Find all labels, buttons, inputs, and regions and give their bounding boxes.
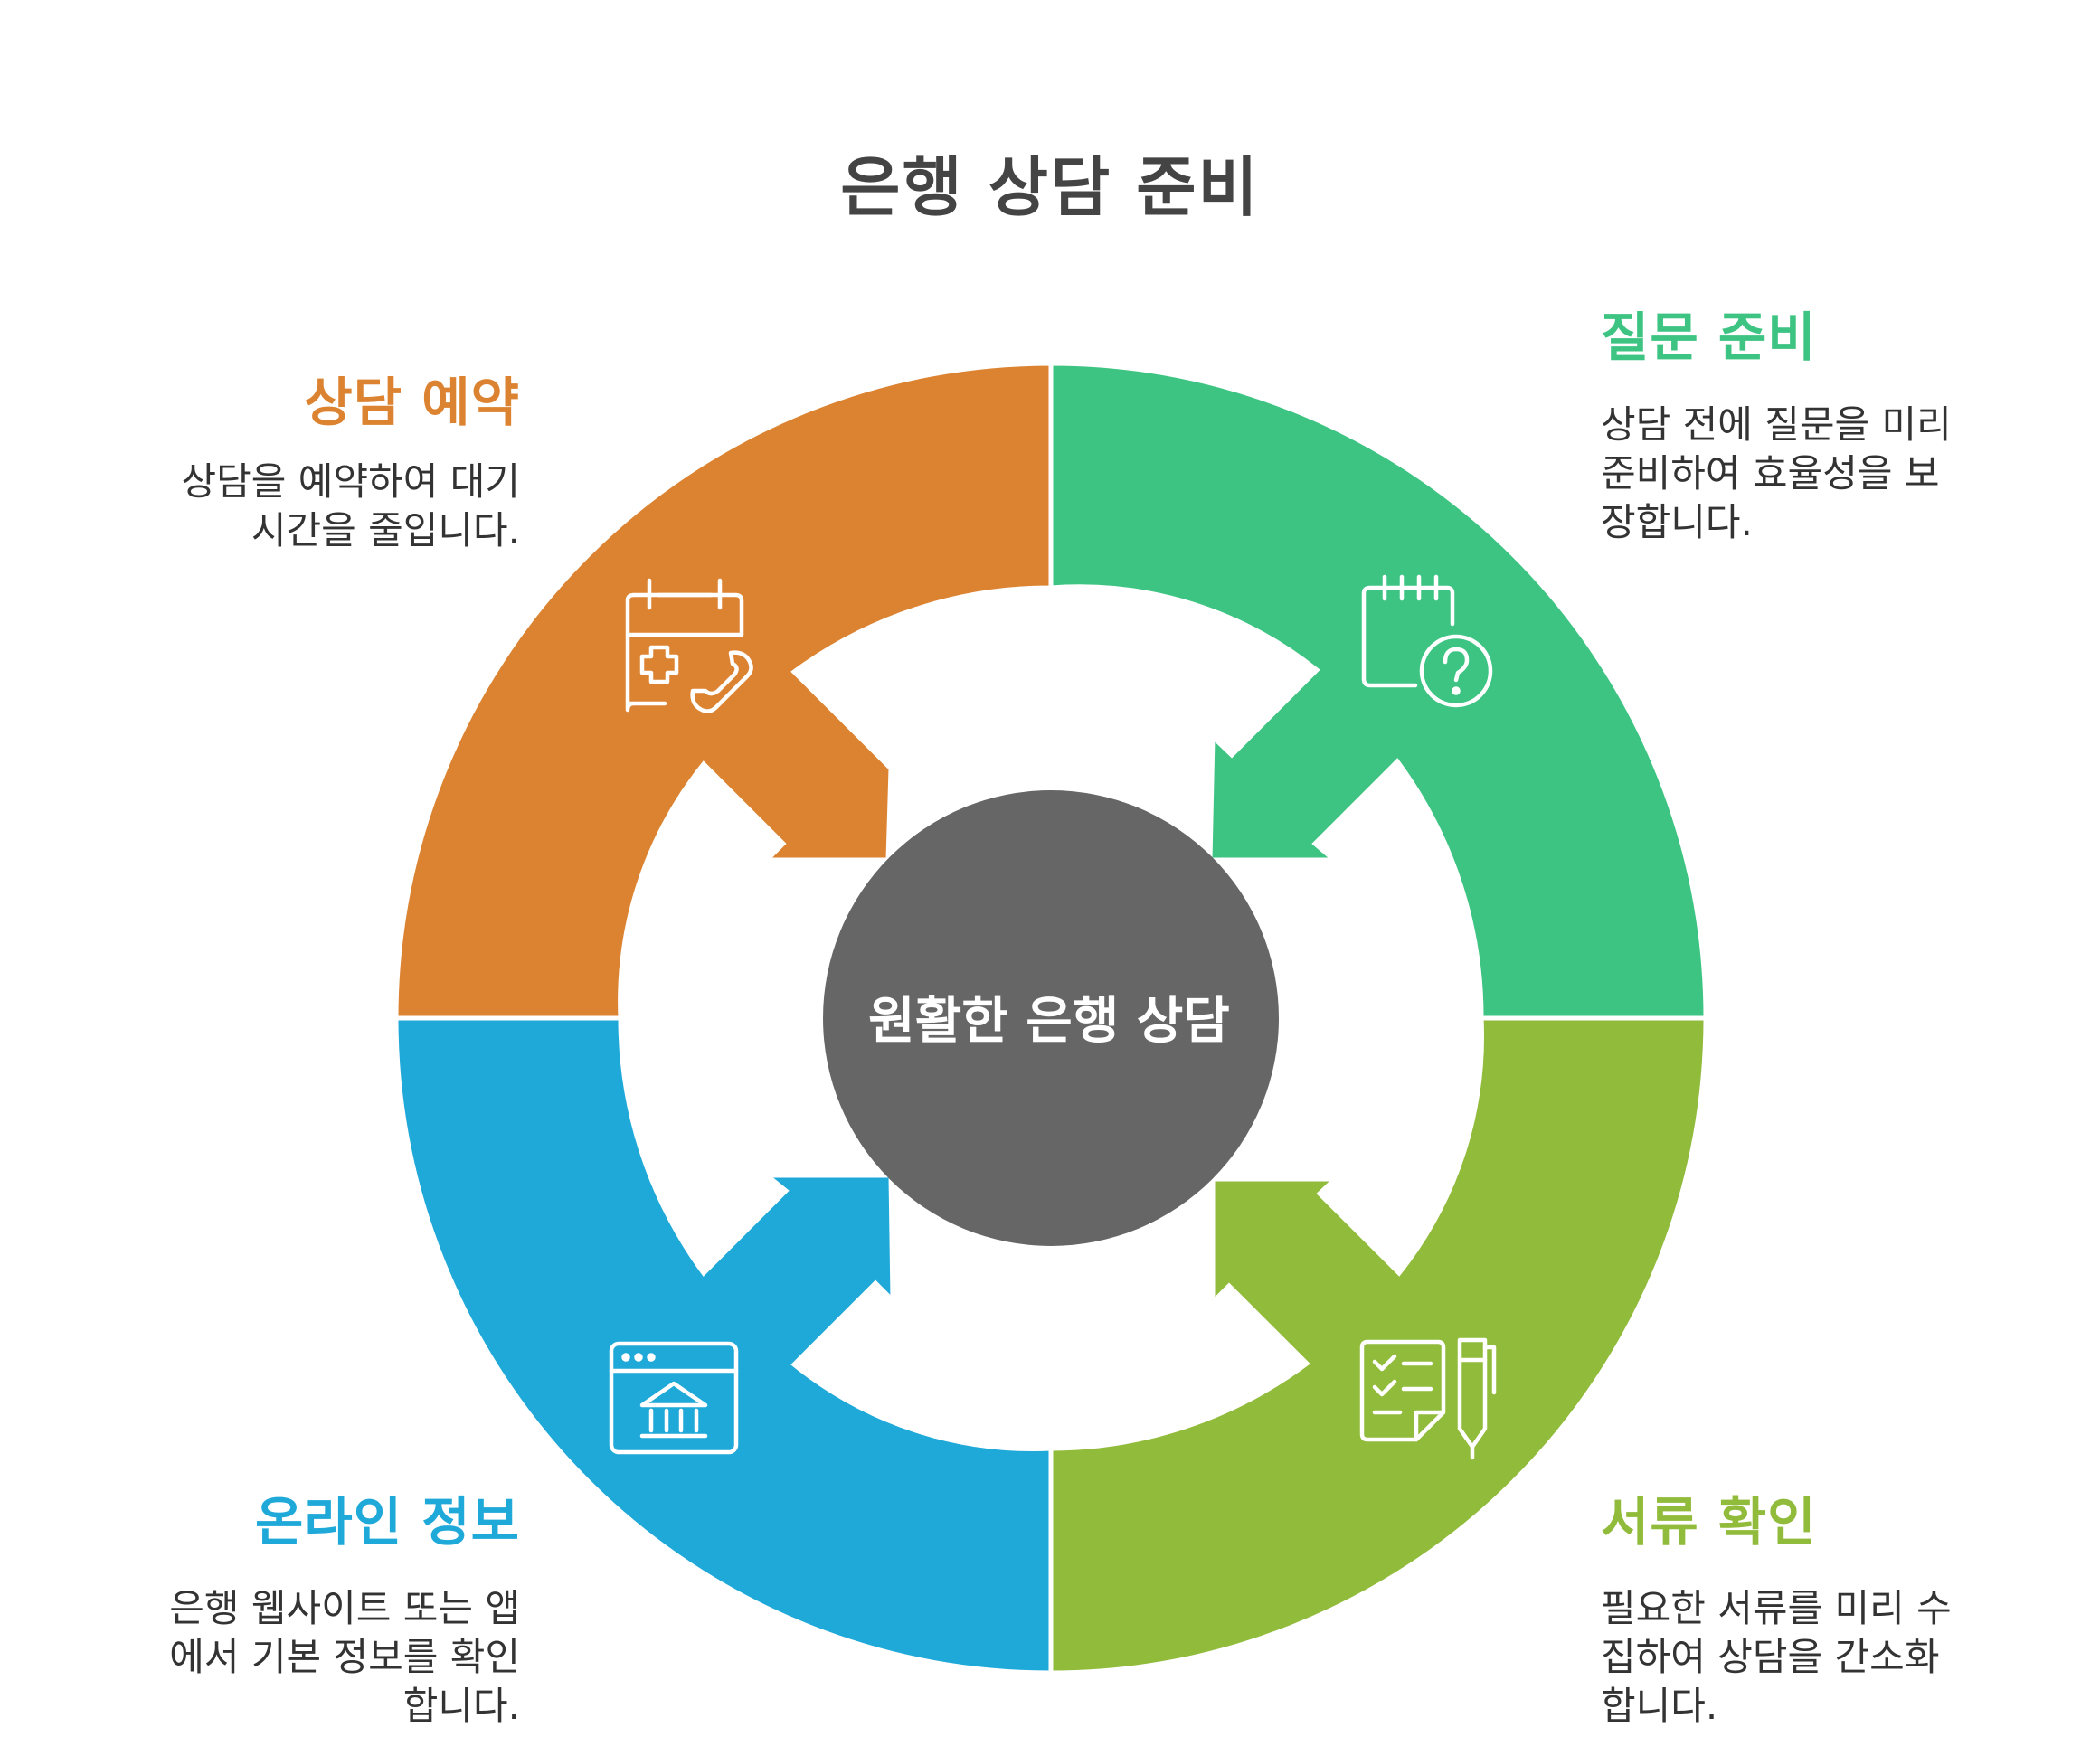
desc-line: 준비하여 효율성을 보 <box>1601 451 1940 496</box>
desc-line: 장합니다. <box>1601 500 1753 544</box>
segment-reservation <box>393 361 1054 1021</box>
label-questions: 질문 준비 <box>1601 307 1817 368</box>
diagram-title: 은행 상담 준비 <box>840 149 1260 225</box>
desc-line: 합니다. <box>402 1684 520 1728</box>
desc-line: 상담을 예약하여 대기 <box>181 459 520 504</box>
desc-questions: 상담 전에 질문을 미리 준비하여 효율성을 보 장합니다. <box>1601 401 2053 547</box>
desc-documents: 필요한 서류를 미리 수 집하여 상담을 간소화 합니다. <box>1601 1584 2053 1731</box>
desc-line: 은행 웹사이트 또는 앱 <box>169 1586 520 1630</box>
segment-questions <box>1048 361 1708 1021</box>
desc-line: 집하여 상담을 간소화 <box>1601 1635 1940 1679</box>
center-label: 원활한 은행 상담 <box>868 992 1230 1051</box>
calendar-phone-icon <box>625 578 753 713</box>
bank-website-icon <box>609 1341 739 1455</box>
desc-line: 상담 전에 질문을 미리 <box>1601 402 1952 447</box>
label-reservation: 상담 예약 <box>304 372 520 433</box>
label-online: 온라인 정보 <box>255 1491 520 1553</box>
calendar-question-icon <box>1361 574 1493 708</box>
desc-line: 합니다. <box>1601 1684 1718 1728</box>
desc-line: 에서 기본 정보를 확인 <box>169 1635 520 1679</box>
desc-reservation: 상담을 예약하여 대기 시간을 줄입니다. <box>90 458 520 555</box>
desc-online: 은행 웹사이트 또는 앱 에서 기본 정보를 확인 합니다. <box>90 1584 520 1731</box>
desc-line: 시간을 줄입니다. <box>251 508 520 552</box>
checklist-pen-icon <box>1359 1337 1497 1460</box>
center-circle <box>823 790 1279 1246</box>
label-documents: 서류 확인 <box>1601 1491 1817 1553</box>
desc-line: 필요한 서류를 미리 수 <box>1601 1586 1952 1630</box>
segment-documents <box>1048 1015 1708 1676</box>
